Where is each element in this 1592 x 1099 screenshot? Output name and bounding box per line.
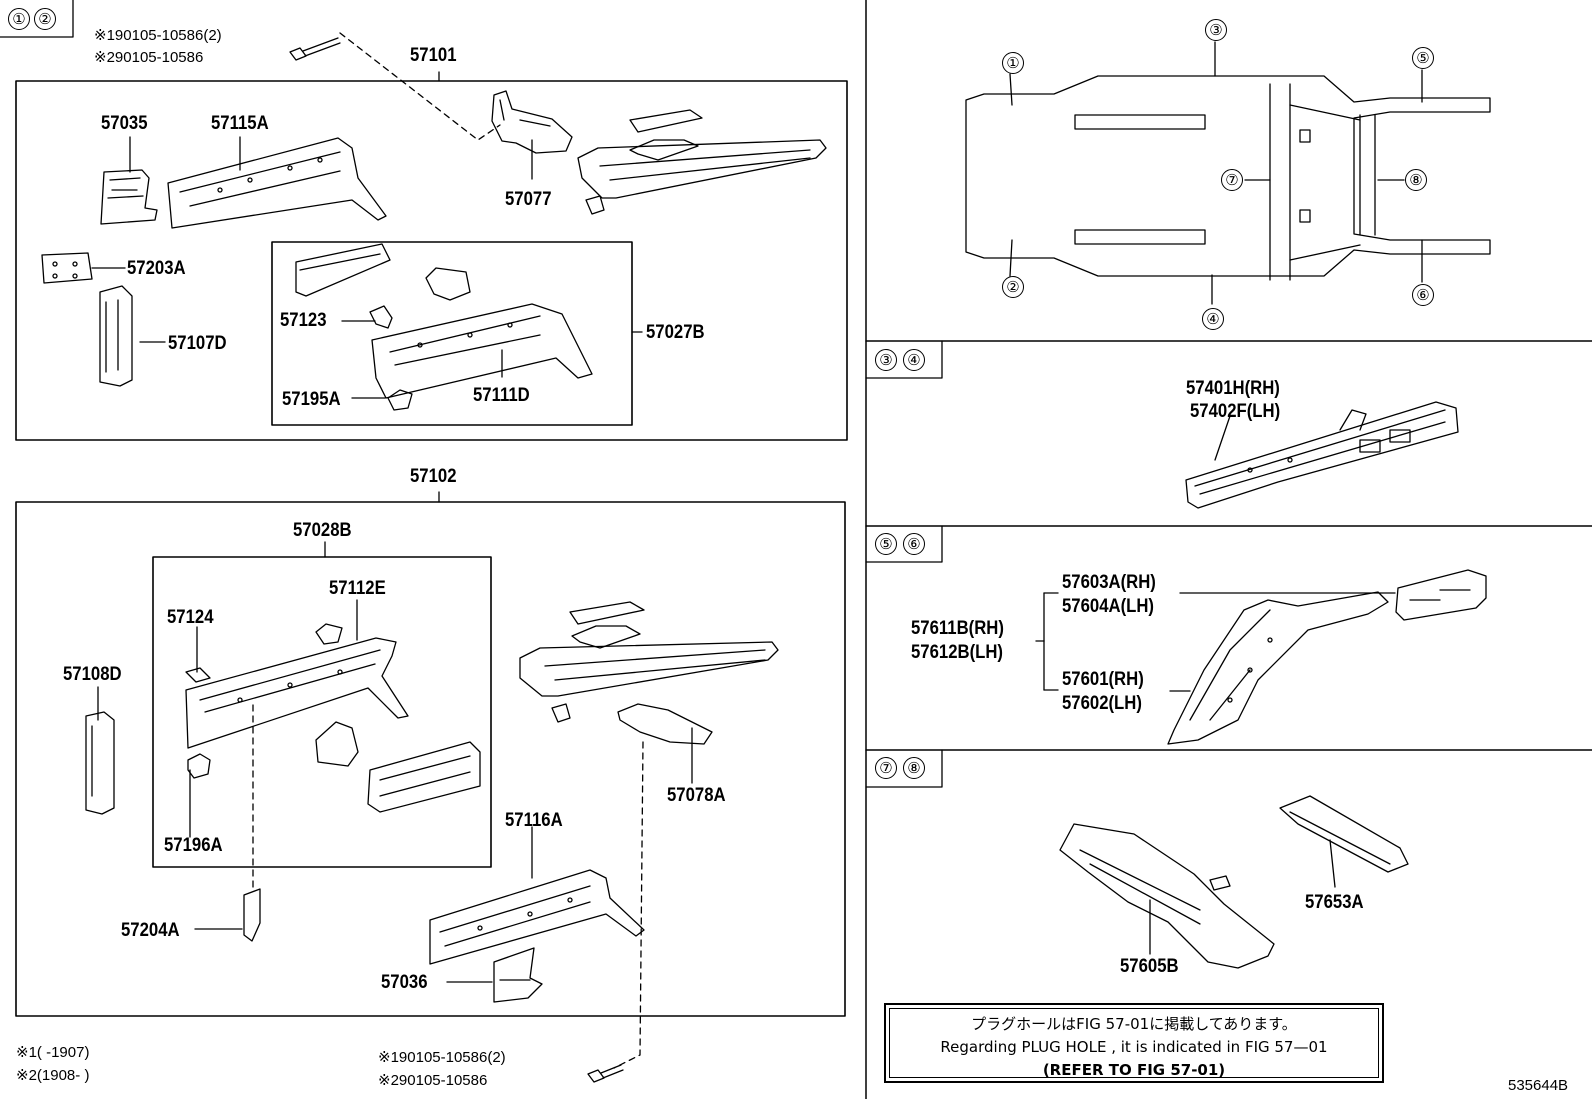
note-japanese: プラグホールはFIG 57-01に掲載してあります。: [971, 1015, 1297, 1033]
note-reference: (REFER TO FIG 57-01): [1042, 1061, 1226, 1079]
part-57107D: [99, 285, 133, 387]
part-57115A: [167, 137, 387, 229]
part-57601: [1167, 591, 1389, 745]
part-57196A: [187, 753, 211, 779]
part-57401H: [1185, 401, 1459, 509]
part-label-57604A: 57604A(LH): [1062, 596, 1155, 617]
part-57077: [491, 90, 573, 154]
part-label-57601: 57601(RH): [1062, 669, 1144, 690]
part-label-57036: 57036: [381, 972, 428, 993]
part-label-57611B: 57611B(RH): [911, 618, 1004, 639]
bolt-bottom: [587, 1064, 624, 1083]
part-label-57107D: 57107D: [168, 333, 227, 354]
part-57035: [100, 169, 158, 225]
part-57116A: [429, 869, 645, 965]
plug-hole-note: プラグホールはFIG 57-01に掲載してあります。 Regarding PLU…: [884, 1003, 1384, 1083]
part-label-57112E: 57112E: [329, 578, 386, 599]
part-label-57402F: 57402F(LH): [1190, 401, 1281, 422]
part-label-57203A: 57203A: [127, 258, 186, 279]
part-label-57605B: 57605B: [1120, 956, 1179, 977]
bolt-top-note-2: ※290105-10586: [94, 49, 204, 66]
figure-id: 535644B: [1508, 1077, 1569, 1094]
part-57653A: [1279, 795, 1409, 873]
overview-callout-7: ⑦: [1221, 169, 1243, 191]
footnote-1: ※1( -1907): [16, 1044, 90, 1061]
part-label-57401H: 57401H(RH): [1186, 378, 1280, 399]
frame-overview: [965, 75, 1491, 281]
bolt-bottom-note-1: ※190105-10586(2): [378, 1049, 506, 1066]
part-label-57111D: 57111D: [473, 385, 530, 406]
callout-2: ②: [34, 8, 56, 30]
part-57078A: [617, 703, 713, 745]
part-57195A: [387, 389, 413, 411]
overview-leaders: [1009, 41, 1423, 305]
part-label-57603A: 57603A(RH): [1062, 572, 1156, 593]
part-57036: [493, 947, 543, 1003]
part-label-57077: 57077: [505, 189, 552, 210]
part-57123: [369, 305, 393, 329]
note-english: Regarding PLUG HOLE , it is indicated in…: [940, 1038, 1328, 1056]
overview-callout-6: ⑥: [1412, 284, 1434, 306]
overview-callout-2: ②: [1002, 276, 1024, 298]
part-57111D: [295, 243, 593, 399]
part-57605B: [1059, 823, 1275, 969]
part-label-57123: 57123: [280, 310, 327, 331]
overview-callout-3: ③: [1205, 19, 1227, 41]
footnote-2: ※2(1908- ): [16, 1067, 90, 1084]
part-57204A: [243, 888, 261, 942]
part-57603A: [1395, 569, 1487, 621]
part-label-57101: 57101: [410, 45, 457, 66]
overview-callout-5: ⑤: [1412, 47, 1434, 69]
part-57027-rocker: [577, 109, 827, 215]
overview-callout-1: ①: [1002, 52, 1024, 74]
part-label-57124: 57124: [167, 607, 214, 628]
callout-3: ③: [875, 349, 897, 371]
part-label-57035: 57035: [101, 113, 148, 134]
part-label-57195A: 57195A: [282, 389, 341, 410]
callout-4: ④: [903, 349, 925, 371]
part-label-57196A: 57196A: [164, 835, 223, 856]
callout-6: ⑥: [903, 533, 925, 555]
part-57112E: [185, 623, 409, 749]
bolt-top-note-1: ※190105-10586(2): [94, 27, 222, 44]
callout-5: ⑤: [875, 533, 897, 555]
part-label-57028B: 57028B: [293, 520, 352, 541]
overview-callout-8: ⑧: [1405, 169, 1427, 191]
part-label-57115A: 57115A: [211, 113, 269, 134]
bolt-bottom-note-2: ※290105-10586: [378, 1072, 488, 1089]
overview-callout-4: ④: [1202, 308, 1224, 330]
callout-1: ①: [8, 8, 30, 30]
part-label-57108D: 57108D: [63, 664, 122, 685]
part-57112E-sub: [315, 721, 481, 813]
part-label-57116A: 57116A: [505, 810, 563, 831]
part-label-57078A: 57078A: [667, 785, 726, 806]
callout-8: ⑧: [903, 757, 925, 779]
part-label-57653A: 57653A: [1305, 892, 1364, 913]
part-label-57027B: 57027B: [646, 322, 705, 343]
part-57203A: [41, 252, 93, 284]
part-label-57102: 57102: [410, 466, 457, 487]
callout-7: ⑦: [875, 757, 897, 779]
part-label-57204A: 57204A: [121, 920, 180, 941]
bolt-top: [289, 37, 341, 61]
part-label-57612B: 57612B(LH): [911, 642, 1004, 663]
part-57028-rocker: [519, 601, 779, 723]
part-label-57602: 57602(LH): [1062, 693, 1142, 714]
part-57108D: [85, 711, 115, 815]
